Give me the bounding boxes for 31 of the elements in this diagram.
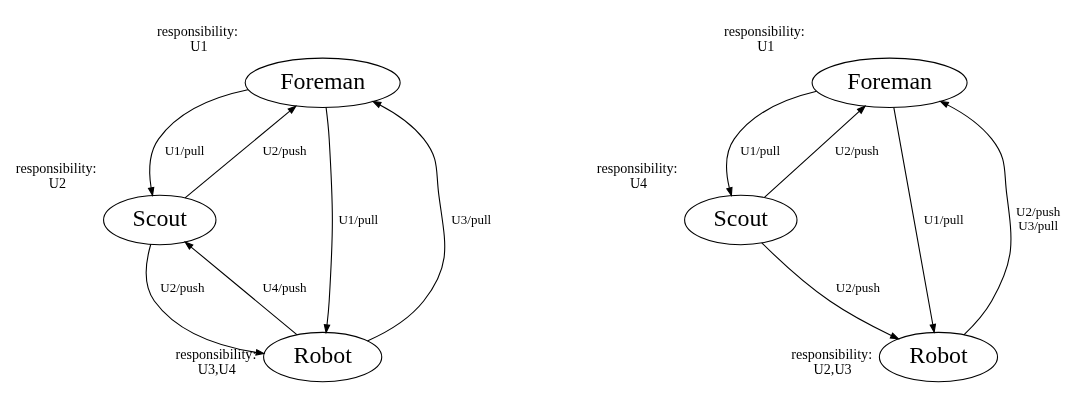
node-label: responsibility: U1 [724, 22, 805, 54]
arrow [184, 104, 298, 198]
edge-label: U2/push [160, 279, 205, 295]
arrow [725, 90, 818, 197]
node-label: responsibility: U2 [15, 159, 97, 191]
arrow [761, 241, 900, 339]
edge-label: U1/pull [338, 211, 379, 227]
arrow [145, 243, 266, 356]
arrow [763, 104, 867, 198]
edge-label: U2/push [834, 142, 879, 158]
node-label: responsibility: U3,U4 [175, 345, 257, 377]
edge-label: U2/push U3/pull [1016, 203, 1061, 233]
node-label: responsibility: U1 [157, 22, 238, 54]
node-label: responsibility: U4 [596, 159, 678, 191]
edge-label: U2/push [262, 142, 307, 158]
node-label: responsibility: U2,U3 [791, 345, 873, 377]
edge-label: U3/pull [451, 211, 492, 227]
node-ellipse: Robot [263, 331, 383, 382]
edge-label: U1/pull [164, 142, 205, 158]
node-ellipse: Scout [684, 194, 798, 245]
arrow [939, 100, 1012, 335]
edge-label: U4/push [262, 279, 307, 295]
edge-label: U1/pull [740, 142, 781, 158]
node-ellipse: Scout [103, 194, 217, 245]
arrow [893, 106, 937, 334]
edge-label: U1/pull [923, 211, 964, 227]
arrow [147, 88, 249, 197]
arrow [323, 106, 333, 334]
arrow [366, 100, 446, 341]
edge-label: U2/push [835, 279, 880, 295]
arrow [183, 240, 298, 335]
